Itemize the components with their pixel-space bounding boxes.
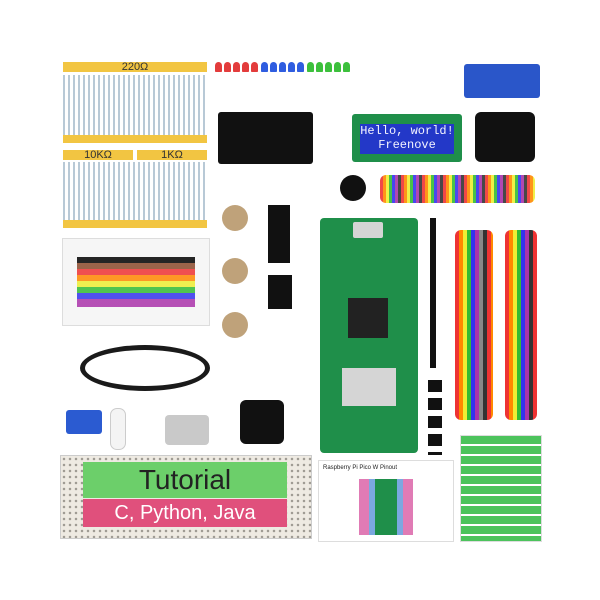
usb-cable xyxy=(80,345,210,391)
led-green-4 xyxy=(334,62,341,72)
resistor-strip-10k-1k-bottom xyxy=(63,220,207,228)
dc-motor xyxy=(165,415,209,445)
resistor-label-220: 220Ω xyxy=(121,61,149,73)
potentiometer-1 xyxy=(222,205,248,231)
led-green-3 xyxy=(325,62,332,72)
resistor-strip-220-bottom xyxy=(63,135,207,143)
rp2040-chip xyxy=(348,298,388,338)
servo-motor xyxy=(66,410,102,434)
pico-w-board xyxy=(320,218,418,453)
wifi-module xyxy=(342,368,396,406)
pinout-card-title: Raspberry Pi Pico W Pinout xyxy=(323,465,398,471)
push-buttons xyxy=(428,380,442,455)
led-blue-2 xyxy=(270,62,277,72)
led-red-3 xyxy=(233,62,240,72)
led-blue-1 xyxy=(261,62,268,72)
led-red-5 xyxy=(251,62,258,72)
ultrasonic-sensor xyxy=(464,64,540,98)
pinout-diagram xyxy=(359,479,413,535)
resistor-strip-220 xyxy=(63,62,207,72)
led-red-4 xyxy=(242,62,249,72)
rgb-led-module xyxy=(240,400,284,444)
color-code-table xyxy=(77,257,195,307)
jumper-wires xyxy=(380,175,535,203)
resistor-strip-1k xyxy=(137,150,207,160)
led-red-2 xyxy=(224,62,231,72)
lcd-module: Hello, world! Freenove xyxy=(352,114,462,162)
buzzer xyxy=(340,175,366,201)
led-green-2 xyxy=(316,62,323,72)
resistor-label-1k: 1KΩ xyxy=(161,149,183,161)
tutorial-title: Tutorial xyxy=(83,462,287,498)
usb-port xyxy=(353,222,383,238)
color-code-card xyxy=(62,238,210,326)
resistor-array-10k-1k xyxy=(63,162,207,220)
resistor-label-10k: 10KΩ xyxy=(84,149,112,161)
led-blue-4 xyxy=(288,62,295,72)
lcd-line-2: Freenove xyxy=(378,138,436,152)
led-bar-graph xyxy=(268,205,290,263)
dupont-cables-left xyxy=(455,230,493,420)
led-blue-3 xyxy=(279,62,286,72)
led-green-1 xyxy=(307,62,314,72)
pinout-card: Raspberry Pi Pico W Pinout xyxy=(318,460,454,542)
reference-card xyxy=(460,435,542,542)
potentiometer-3 xyxy=(222,312,248,338)
seven-segment-display xyxy=(268,275,292,309)
led-green-5 xyxy=(343,62,350,72)
dupont-cables-right xyxy=(505,230,537,420)
lcd-line-1: Hello, world! xyxy=(360,124,454,138)
led-blue-5 xyxy=(297,62,304,72)
potentiometer-2 xyxy=(222,258,248,284)
led-row xyxy=(215,62,355,102)
tutorial-languages: C, Python, Java xyxy=(83,499,287,527)
resistor-array-220 xyxy=(63,75,207,135)
battery-holder xyxy=(218,112,313,164)
servo-horn xyxy=(110,408,126,450)
joystick-module xyxy=(475,112,535,162)
pin-header xyxy=(430,218,436,368)
resistor-strip-10k xyxy=(63,150,133,160)
led-red-1 xyxy=(215,62,222,72)
lcd-screen: Hello, world! Freenove xyxy=(360,124,454,154)
